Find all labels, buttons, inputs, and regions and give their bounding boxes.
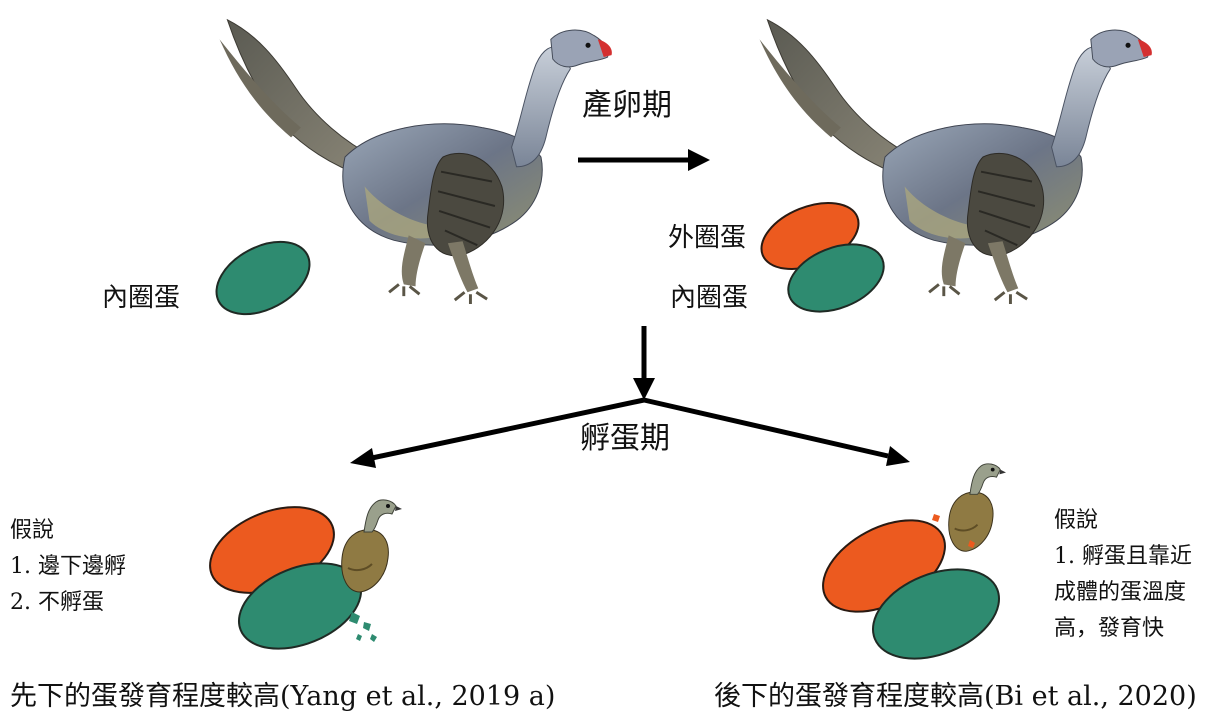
hypothesis-right-line-2: 成體的蛋溫度	[1054, 580, 1186, 605]
arrow-branch-right	[643, 397, 910, 466]
hypothesis-right-line-1: 1. 孵蛋且靠近	[1054, 544, 1192, 569]
hypothesis-left-item-2: 2. 不孵蛋	[10, 590, 104, 615]
hatchling-right	[947, 462, 1007, 553]
inner-egg-label-right: 內圈蛋	[670, 283, 748, 313]
arrow-down	[633, 326, 655, 400]
hypothesis-left-item-1: 1. 邊下邊孵	[10, 554, 126, 579]
hypothesis-left-title: 假說	[10, 518, 54, 543]
outer-egg-label-right: 外圈蛋	[668, 223, 746, 253]
hypothesis-right-line-3: 高，發育快	[1054, 616, 1164, 641]
inner-egg-top-right	[787, 243, 885, 313]
hatchling-left	[340, 498, 403, 593]
inner-egg-left	[215, 240, 311, 316]
incubation-stage-label: 孵蛋期	[580, 421, 670, 456]
inner-egg-bottom-right	[871, 568, 1001, 660]
hypothesis-right-title: 假說	[1054, 508, 1098, 533]
inner-egg-label-left: 內圈蛋	[102, 283, 180, 313]
laying-stage-label: 產卵期	[582, 88, 672, 123]
eggshell-fragments-right	[926, 514, 975, 548]
caption-right: 後下的蛋發育程度較高(Bi et al., 2020)	[714, 681, 1197, 712]
arrow-right	[578, 149, 710, 171]
caption-left: 先下的蛋發育程度較高(Yang et al., 2019 a)	[10, 681, 555, 712]
eggshell-fragments-left	[349, 612, 377, 642]
arrow-branch-left	[350, 397, 645, 468]
